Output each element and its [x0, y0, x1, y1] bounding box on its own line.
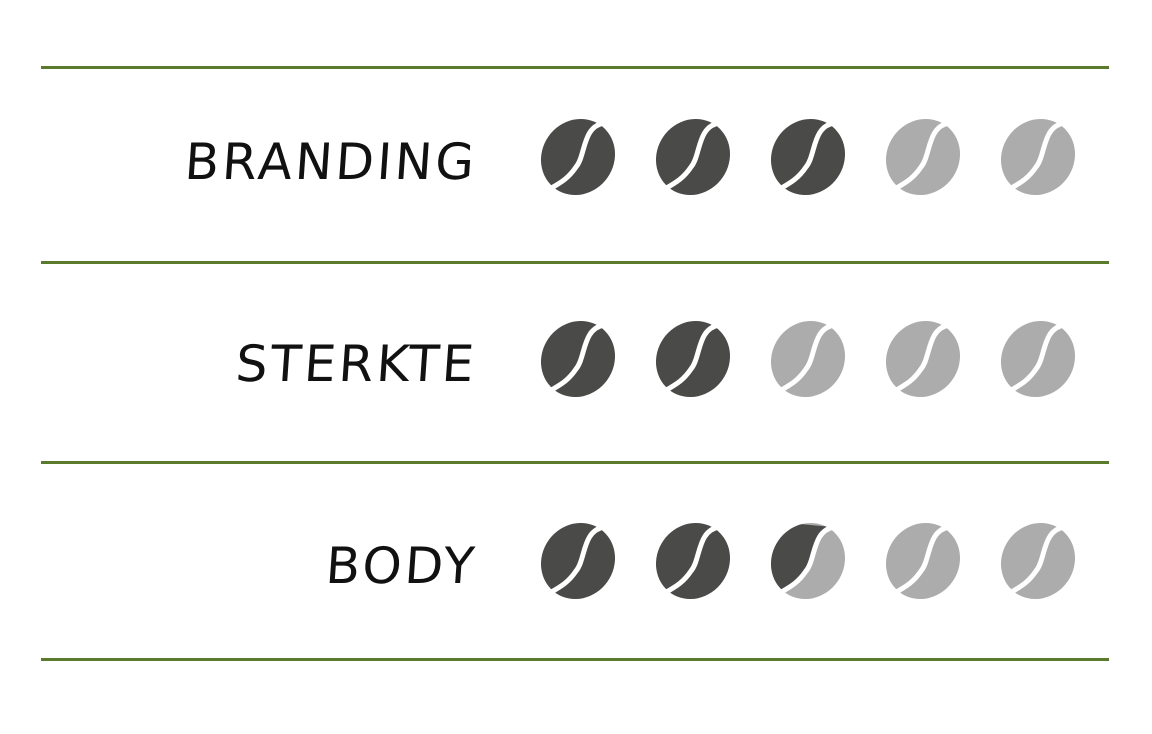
bean-rating	[538, 521, 1078, 601]
rating-row-body: BODY	[0, 517, 1152, 607]
coffee-bean-empty-icon	[1000, 522, 1076, 600]
coffee-bean-half-icon	[770, 522, 846, 600]
rating-label: BRANDING	[182, 133, 480, 191]
coffee-bean-filled-icon	[655, 522, 731, 600]
coffee-bean-empty-icon	[885, 118, 961, 196]
coffee-bean-filled-icon	[540, 118, 616, 196]
rating-label: STERKTE	[234, 335, 480, 393]
rating-label: BODY	[323, 537, 480, 595]
coffee-bean-filled-icon	[540, 522, 616, 600]
divider	[41, 658, 1109, 661]
coffee-bean-empty-icon	[885, 522, 961, 600]
rating-row-sterkte: STERKTE	[0, 315, 1152, 405]
coffee-bean-filled-icon	[655, 320, 731, 398]
divider	[41, 66, 1109, 69]
coffee-bean-empty-icon	[1000, 320, 1076, 398]
bean-rating	[538, 319, 1078, 399]
coffee-bean-empty-icon	[885, 320, 961, 398]
coffee-bean-filled-icon	[540, 320, 616, 398]
bean-rating	[538, 117, 1078, 197]
coffee-bean-empty-icon	[770, 320, 846, 398]
rating-row-branding: BRANDING	[0, 113, 1152, 203]
divider	[41, 461, 1109, 464]
coffee-bean-empty-icon	[1000, 118, 1076, 196]
coffee-bean-filled-icon	[655, 118, 731, 196]
divider	[41, 261, 1109, 264]
coffee-bean-filled-icon	[770, 118, 846, 196]
